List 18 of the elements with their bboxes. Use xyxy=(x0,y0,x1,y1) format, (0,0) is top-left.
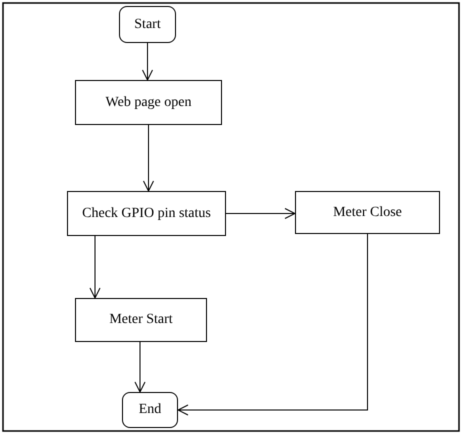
arrow xyxy=(143,124,154,192)
node-label: Meter Start xyxy=(109,312,173,328)
node-label: End xyxy=(138,402,162,418)
terminal-box xyxy=(119,6,176,43)
node-label: Meter Close xyxy=(333,204,402,220)
process-box xyxy=(295,191,440,234)
arrow xyxy=(134,342,146,392)
node-label: Web page open xyxy=(106,94,192,110)
terminal-box xyxy=(122,392,178,428)
process-box xyxy=(75,298,207,342)
process-box xyxy=(75,80,222,125)
node-label: Check GPIO pin status xyxy=(82,206,211,222)
arrow xyxy=(90,236,100,298)
node-label: Start xyxy=(134,16,161,32)
process-box xyxy=(67,191,226,236)
arrow xyxy=(226,208,296,219)
arrow xyxy=(178,234,368,416)
arrow xyxy=(142,42,153,80)
